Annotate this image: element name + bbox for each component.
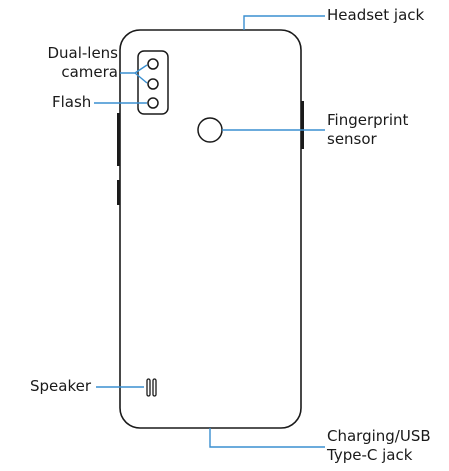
headset-jack-callout (243, 15, 325, 30)
flash-circle (147, 97, 159, 109)
right-side-button (301, 101, 304, 149)
camera-callout-top (120, 64, 148, 74)
camera-lens-top (147, 58, 159, 70)
dual-lens-camera-label-line2: camera (61, 63, 118, 81)
dual-lens-camera-label-line1: Dual-lens (47, 44, 118, 62)
flash-label: Flash (52, 93, 92, 111)
fingerprint-sensor-label-line2: sensor (327, 130, 377, 148)
charging-callout (209, 428, 325, 448)
dual-lens-camera-label: Dual-lens camera (18, 44, 118, 82)
camera-module (137, 50, 169, 115)
charging-port-label-line1: Charging/USB (327, 427, 431, 445)
camera-callout-bottom (134, 72, 148, 84)
speaker-slot-left (146, 378, 151, 397)
fingerprint-sensor (197, 117, 223, 143)
fingerprint-sensor-label-line1: Fingerprint (327, 111, 409, 129)
fingerprint-sensor-label: Fingerprint sensor (327, 111, 408, 149)
speaker-slot-right (152, 378, 157, 397)
phone-body (119, 29, 302, 429)
left-side-button-lower (117, 180, 120, 205)
charging-port-label: Charging/USB Type-C jack (327, 427, 431, 465)
speaker-label: Speaker (30, 377, 92, 395)
left-side-button-upper (117, 113, 120, 166)
charging-port-label-line2: Type-C jack (327, 446, 413, 464)
headset-jack-label: Headset jack (327, 6, 425, 24)
camera-lens-bottom (147, 78, 159, 90)
